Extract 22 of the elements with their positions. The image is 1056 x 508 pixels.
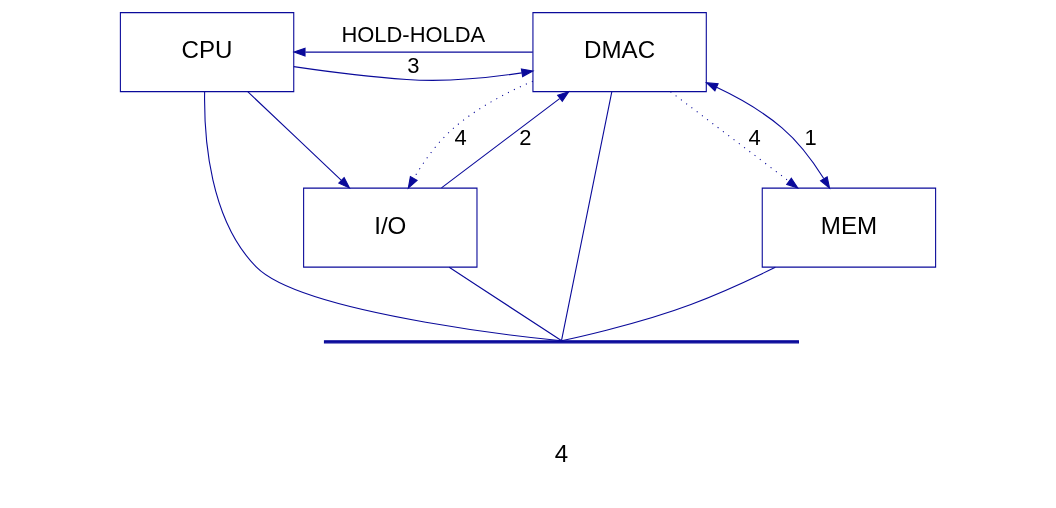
arrow (407, 80, 534, 190)
arrow (292, 47, 534, 57)
arrow (247, 91, 351, 190)
label: 4 (554, 440, 569, 468)
edge-label: HOLD-HOLDA (341, 22, 486, 48)
edge-label: 1 (804, 125, 817, 151)
connector (448, 266, 562, 342)
arrow (440, 90, 571, 189)
connector (560, 91, 613, 342)
arrow (293, 66, 535, 81)
edge-label: 2 (519, 125, 532, 151)
connector (204, 91, 562, 342)
node-bar (323, 340, 799, 344)
node-box: DMAC (532, 12, 707, 93)
edge-label: 4 (454, 125, 467, 151)
node-box: MEM (761, 187, 937, 268)
node-box: I/O (303, 187, 478, 268)
connector (560, 266, 776, 342)
node-box: CPU (119, 12, 295, 93)
edge-label: 4 (748, 125, 761, 151)
edge-label: 3 (407, 52, 420, 78)
arrow (705, 82, 831, 190)
